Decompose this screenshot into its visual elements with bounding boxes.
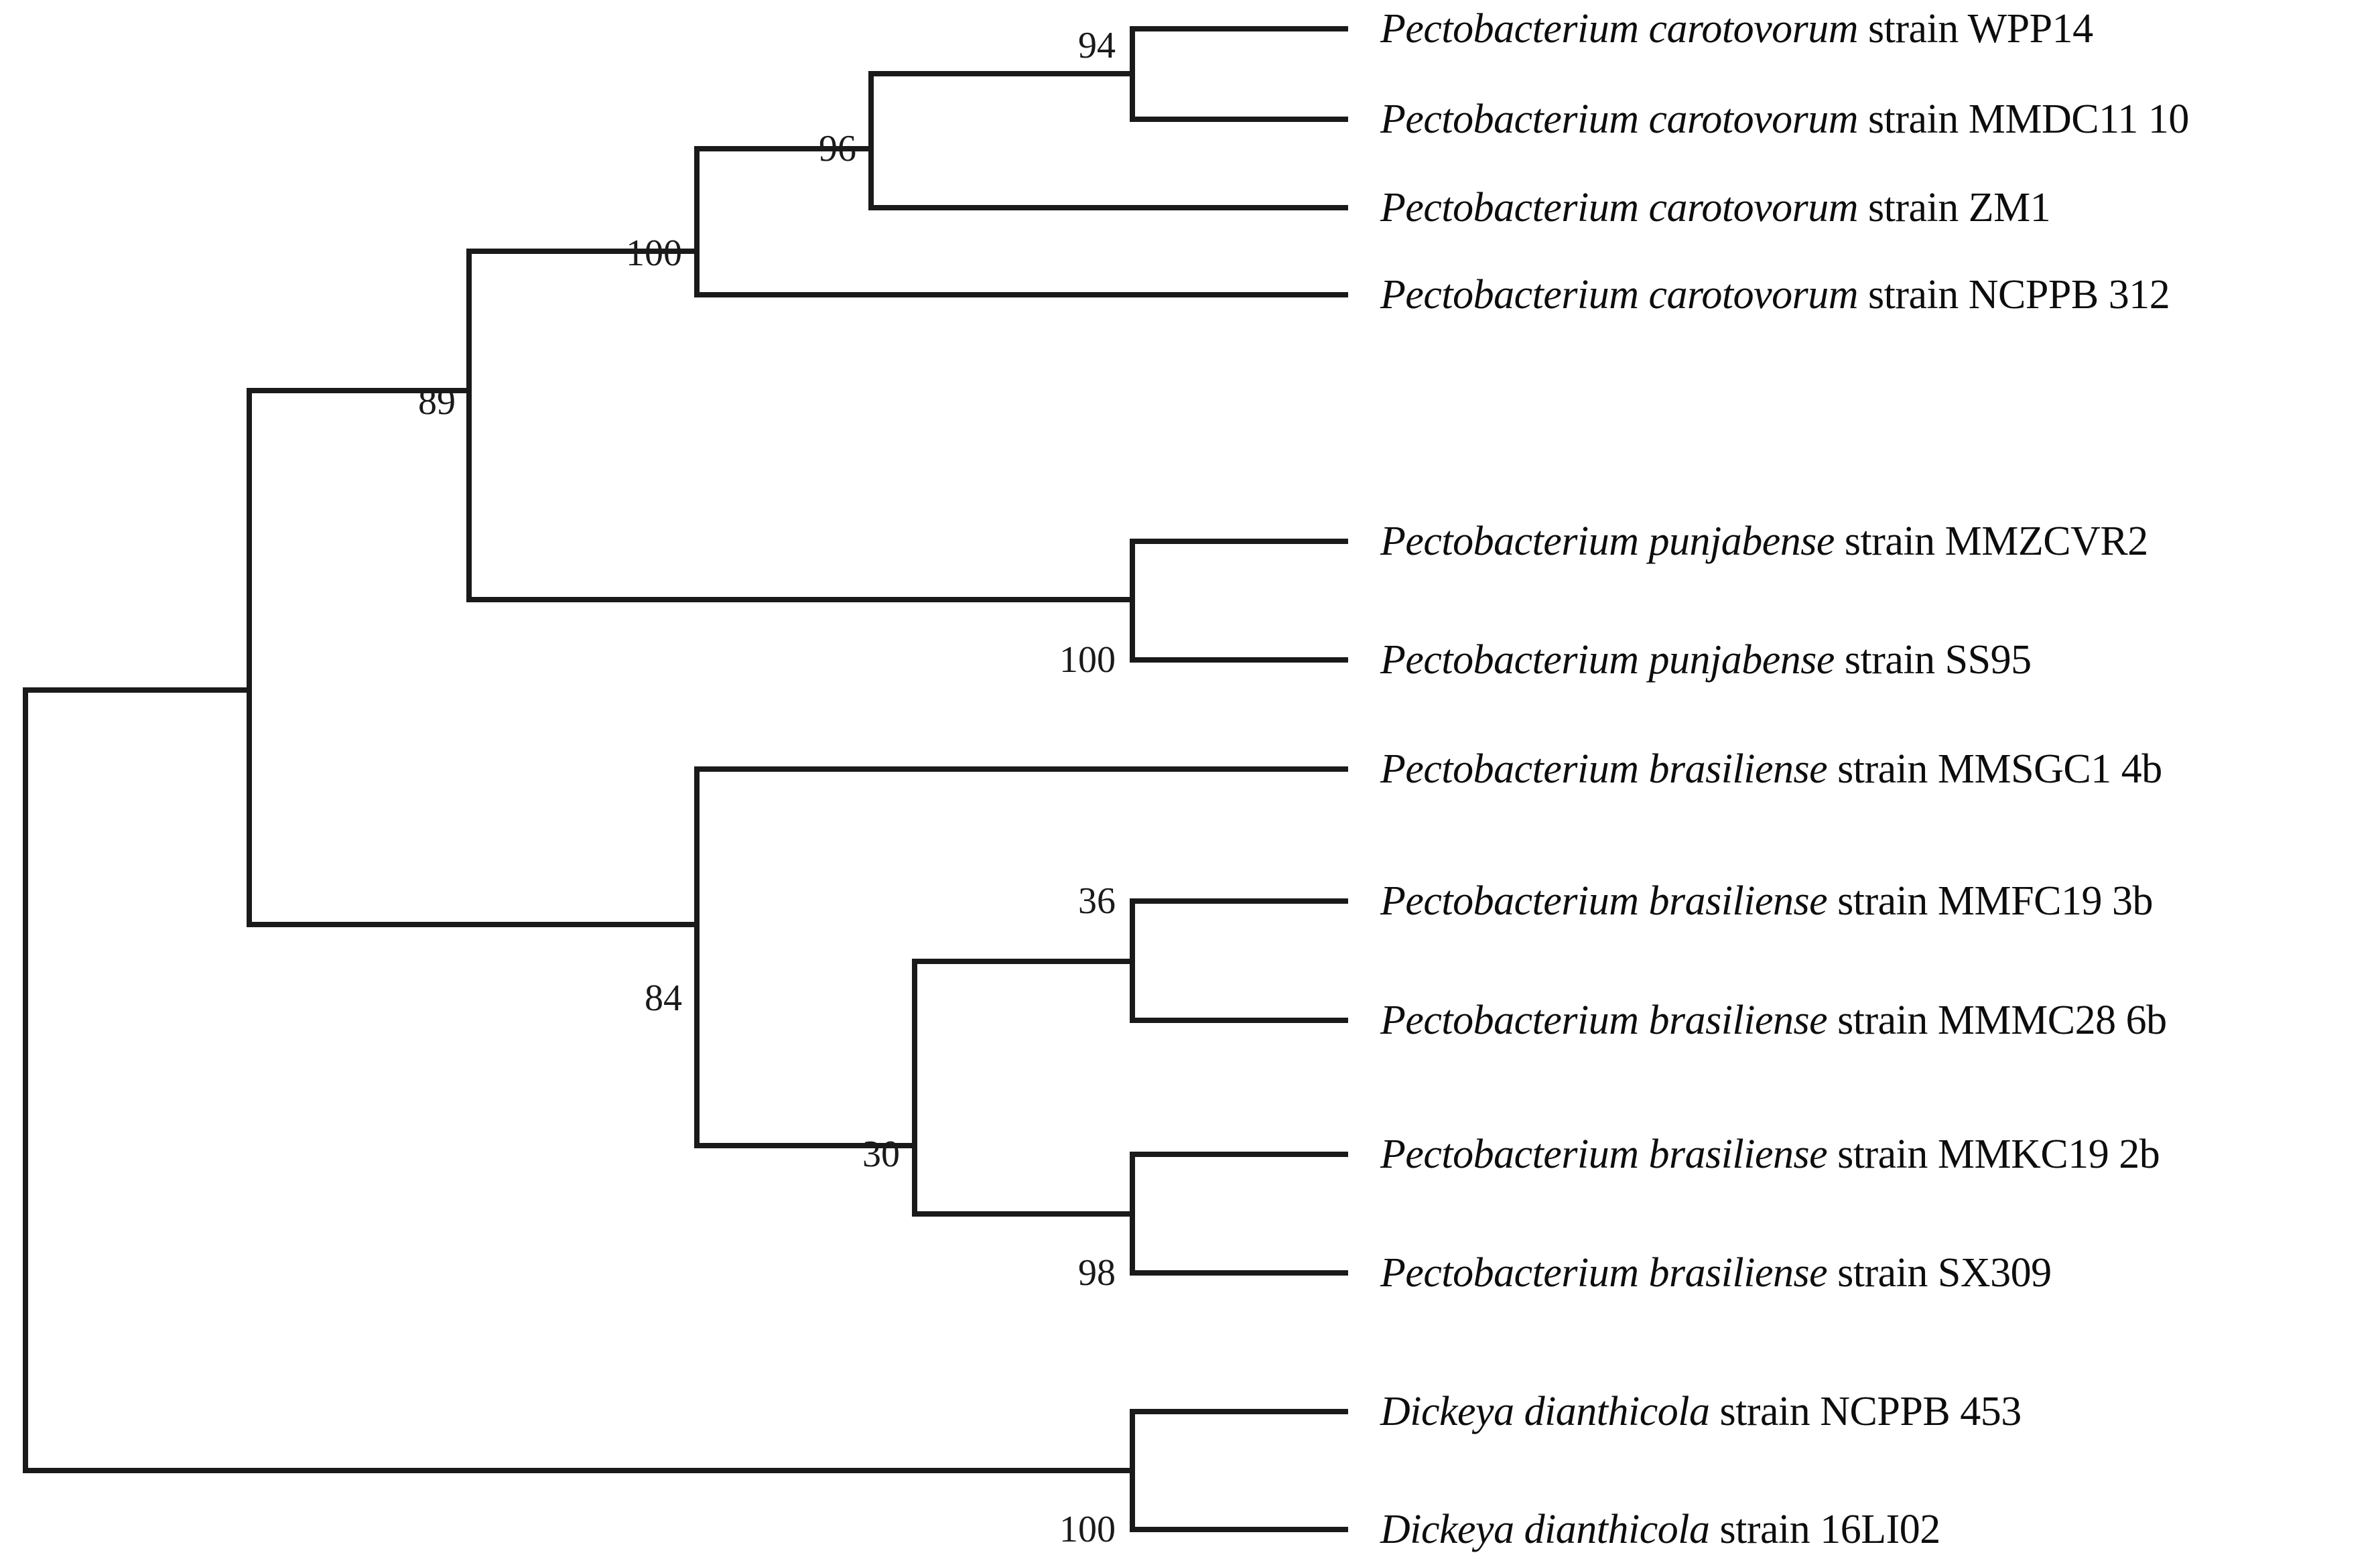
strain-name: strain MMKC19 2b (1827, 1132, 2160, 1177)
strain-name: strain NCPPB 312 (1858, 272, 2170, 318)
bootstrap-value-node-94: 94 (1078, 25, 1116, 66)
strain-name: strain MMFC19 3b (1827, 878, 2153, 924)
leaf-label-zm1: Pectobacterium carotovorum strain ZM1 (1380, 185, 2051, 230)
strain-name: strain SS95 (1834, 637, 2032, 683)
bootstrap-value-node-100-dickeya: 100 (1059, 1509, 1116, 1550)
strain-name: strain MMMC28 6b (1827, 998, 2167, 1043)
leaf-label-mmsgc1: Pectobacterium brasiliense strain MMSGC1… (1380, 748, 2162, 790)
leaf-label-mmkc19: Pectobacterium brasiliense strain MMKC19… (1380, 1134, 2160, 1175)
leaf-label-sx309: Pectobacterium brasiliense strain SX309 (1380, 1252, 2052, 1294)
strain-name: strain SX309 (1827, 1250, 2052, 1296)
strain-name: strain MMZCVR2 (1834, 519, 2148, 564)
leaf-label-ncppb453: Dickeya dianthicola strain NCPPB 453 (1380, 1391, 2022, 1432)
species-name: Pectobacterium carotovorum (1380, 272, 1859, 318)
strain-name: strain ZM1 (1858, 185, 2051, 230)
strain-name: strain MMSGC1 4b (1827, 746, 2162, 792)
bootstrap-value-node-36: 36 (1078, 880, 1116, 922)
species-name: Pectobacterium punjabense (1380, 519, 1835, 564)
strain-name: strain 16LI02 (1709, 1507, 1941, 1552)
bootstrap-value-node-100-caroto: 100 (626, 232, 682, 274)
leaf-label-mmdc11: Pectobacterium carotovorum strain MMDC11… (1380, 98, 2189, 140)
strain-name: strain NCPPB 453 (1709, 1389, 2022, 1434)
bootstrap-value-node-84: 84 (645, 977, 682, 1019)
leaf-label-ncppb312: Pectobacterium carotovorum strain NCPPB … (1380, 274, 2170, 316)
species-name: Pectobacterium brasiliense (1380, 878, 1828, 924)
species-name: Pectobacterium brasiliense (1380, 998, 1828, 1043)
bootstrap-value-node-96: 96 (819, 128, 856, 169)
species-name: Pectobacterium carotovorum (1380, 96, 1859, 142)
species-name: Pectobacterium carotovorum (1380, 6, 1859, 52)
species-name: Pectobacterium brasiliense (1380, 1250, 1828, 1296)
species-name: Pectobacterium punjabense (1380, 637, 1835, 683)
leaf-label-mmmc28: Pectobacterium brasiliense strain MMMC28… (1380, 1000, 2167, 1041)
species-name: Dickeya dianthicola (1380, 1507, 1710, 1552)
species-name: Pectobacterium brasiliense (1380, 1132, 1828, 1177)
species-name: Pectobacterium brasiliense (1380, 746, 1828, 792)
bootstrap-value-node-100-punja: 100 (1059, 639, 1116, 681)
strain-name: strain WPP14 (1858, 6, 2093, 52)
leaf-label-mmfc19: Pectobacterium brasiliense strain MMFC19… (1380, 880, 2153, 922)
leaf-label-mmzcvr2: Pectobacterium punjabense strain MMZCVR2 (1380, 521, 2148, 562)
bootstrap-value-node-89: 89 (418, 381, 456, 423)
leaf-label-wpp14: Pectobacterium carotovorum strain WPP14 (1380, 8, 2093, 50)
strain-name: strain MMDC11 10 (1858, 96, 2189, 142)
leaf-label-ss95: Pectobacterium punjabense strain SS95 (1380, 639, 2032, 681)
species-name: Pectobacterium carotovorum (1380, 185, 1859, 230)
species-name: Dickeya dianthicola (1380, 1389, 1710, 1434)
bootstrap-value-node-30: 30 (862, 1134, 900, 1175)
bootstrap-value-node-98: 98 (1078, 1252, 1116, 1294)
leaf-label-16li02: Dickeya dianthicola strain 16LI02 (1380, 1509, 1940, 1550)
